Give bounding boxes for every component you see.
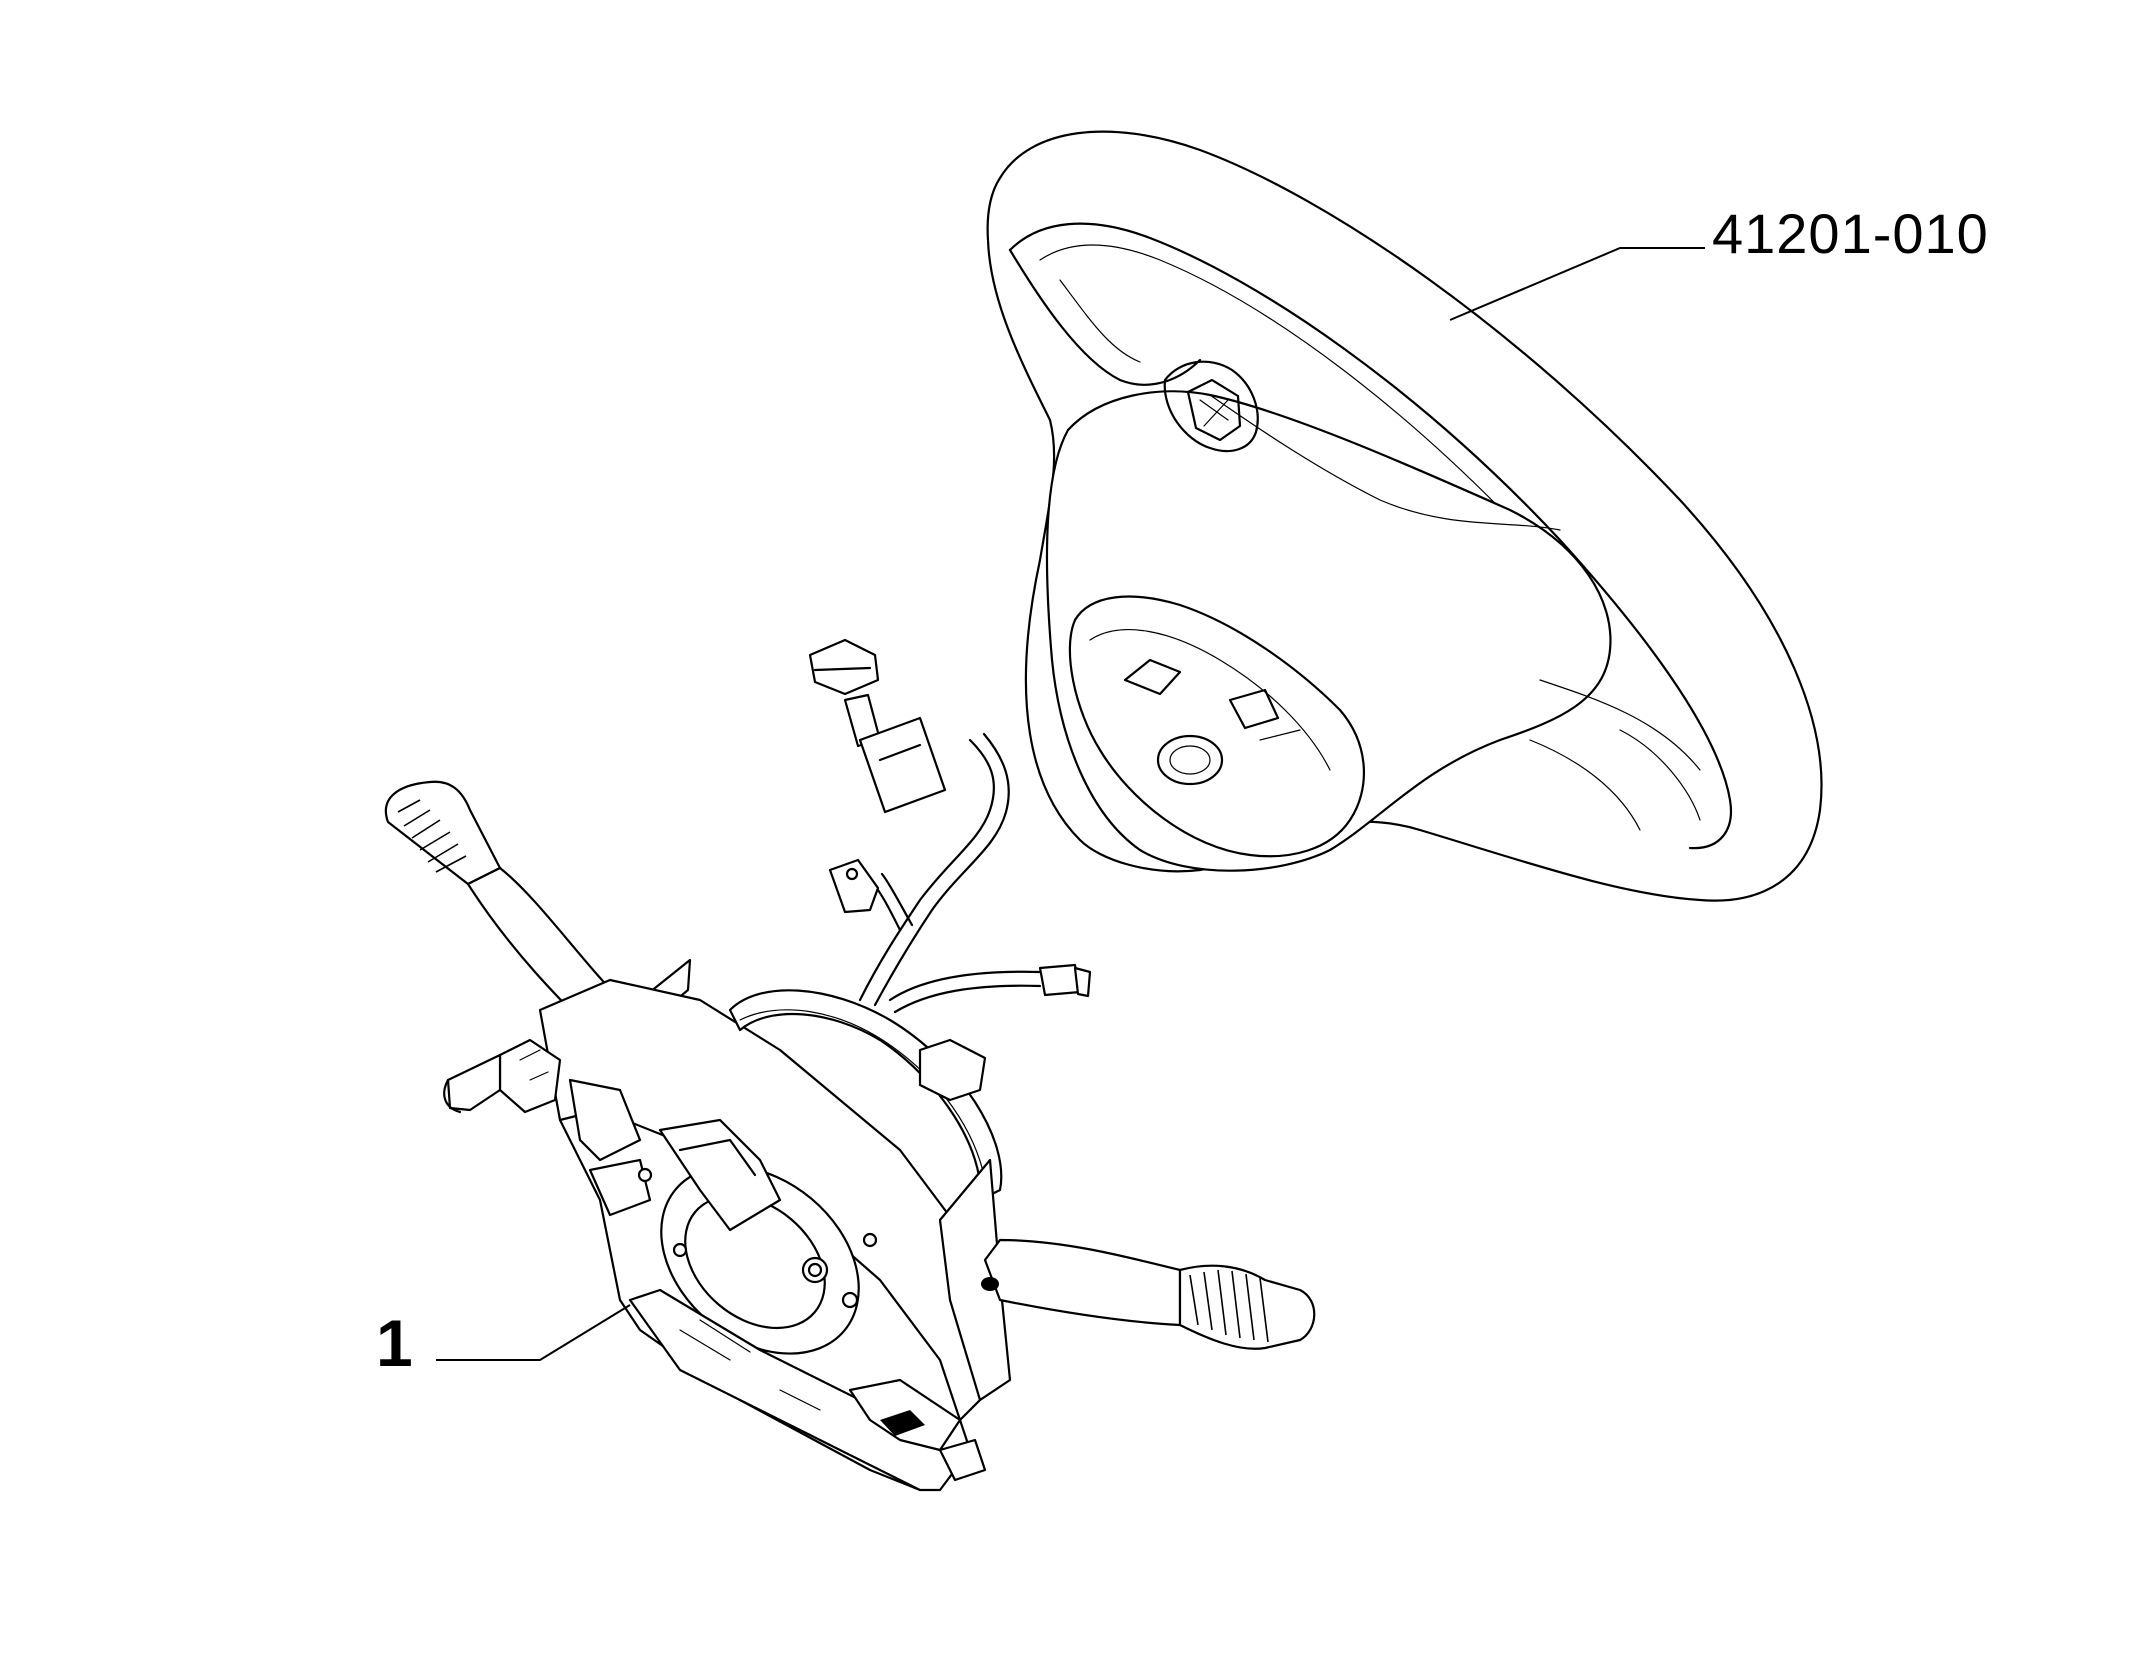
leader-line-switch (436, 1304, 631, 1361)
item-number-label: 1 (376, 1306, 413, 1380)
leader-line-steering-wheel (1449, 247, 1705, 321)
steering-wheel (986, 130, 1823, 902)
steering-column-switch (384, 638, 1316, 1492)
part-number-label: 41201-010 (1712, 202, 1989, 265)
